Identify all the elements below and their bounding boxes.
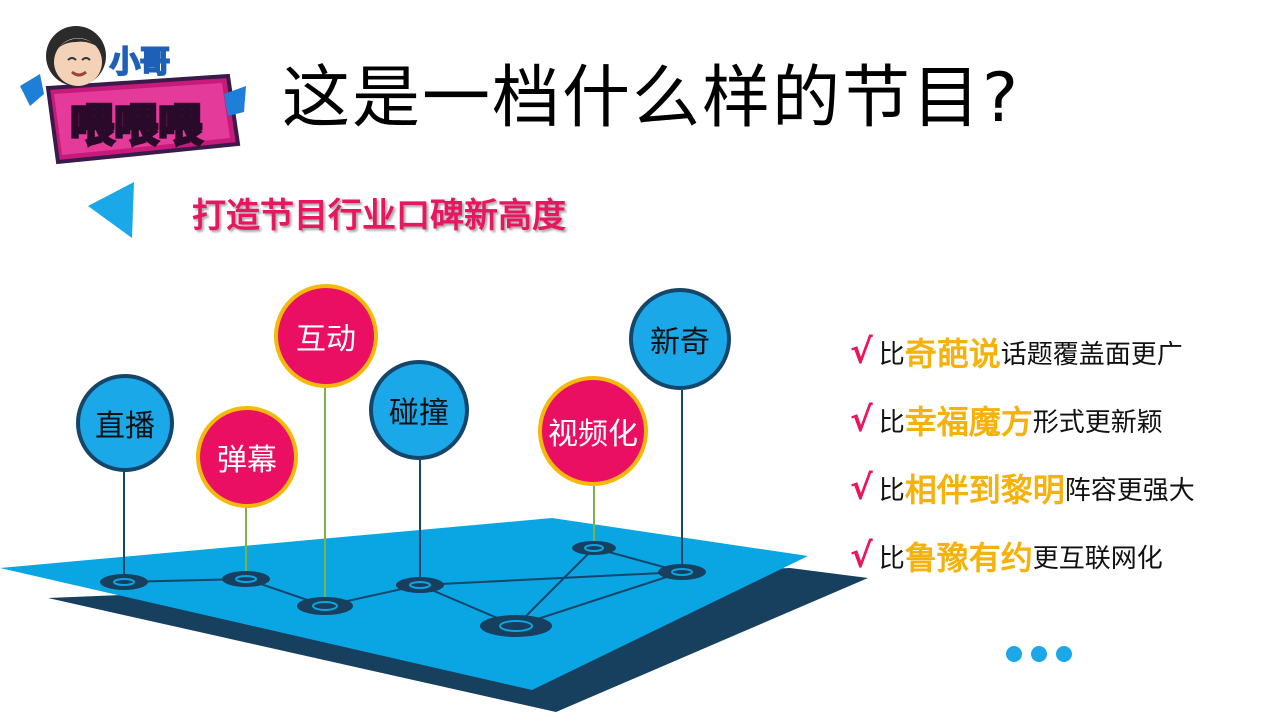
list-item-highlight: 奇葩说 <box>904 335 1001 373</box>
list-item-prefix: 比 <box>878 339 905 370</box>
list-item-prefix: 比 <box>878 543 905 574</box>
show-logo: 小哥 喂喂喂 <box>20 26 246 165</box>
list-item-highlight: 幸福魔方 <box>904 403 1033 441</box>
check-icon: √ <box>850 468 873 508</box>
check-icon: √ <box>850 536 873 576</box>
bubble-pengzhuang: 碰撞 <box>369 360 469 460</box>
list-item: √ 比 鲁豫有约 更互联网化 <box>850 522 1195 590</box>
dot <box>1031 646 1047 662</box>
check-icon: √ <box>850 400 873 440</box>
comparison-list: √ 比 奇葩说 话题覆盖面更广 √ 比 幸福魔方 形式更新颖 √ 比 相伴到黎明… <box>850 318 1195 590</box>
list-item: √ 比 幸福魔方 形式更新颖 <box>850 386 1195 454</box>
bubble-zhibo: 直播 <box>76 374 174 472</box>
list-item-prefix: 比 <box>878 475 905 506</box>
subtitle: 打造节目行业口碑新高度 <box>192 196 566 236</box>
list-item-suffix: 形式更新颖 <box>1032 407 1163 438</box>
list-item: √ 比 相伴到黎明 阵容更强大 <box>850 454 1195 522</box>
list-item-suffix: 更互联网化 <box>1032 543 1163 574</box>
avatar <box>46 26 106 86</box>
bubble-shipinhua: 视频化 <box>538 376 648 486</box>
more-dots-icon <box>1006 646 1072 662</box>
logo-top-text: 小哥 <box>110 45 170 80</box>
dot <box>1056 646 1072 662</box>
check-icon: √ <box>850 332 873 372</box>
triangle-bullet-icon <box>88 182 134 238</box>
bubble-hudong: 互动 <box>274 284 378 388</box>
list-item: √ 比 奇葩说 话题覆盖面更广 <box>850 318 1195 386</box>
network-nodes <box>100 541 706 637</box>
page-title: 这是一档什么样的节目? <box>282 59 1021 138</box>
list-item-highlight: 鲁豫有约 <box>904 539 1033 577</box>
list-item-prefix: 比 <box>878 407 905 438</box>
logo-main-text: 喂喂喂 <box>70 100 203 151</box>
list-item-suffix: 话题覆盖面更广 <box>1000 339 1183 370</box>
bubble-xinqi: 新奇 <box>629 288 731 390</box>
bubble-danmu: 弹幕 <box>196 406 298 508</box>
dot <box>1006 646 1022 662</box>
list-item-suffix: 阵容更强大 <box>1064 475 1195 506</box>
list-item-highlight: 相伴到黎明 <box>904 471 1065 509</box>
